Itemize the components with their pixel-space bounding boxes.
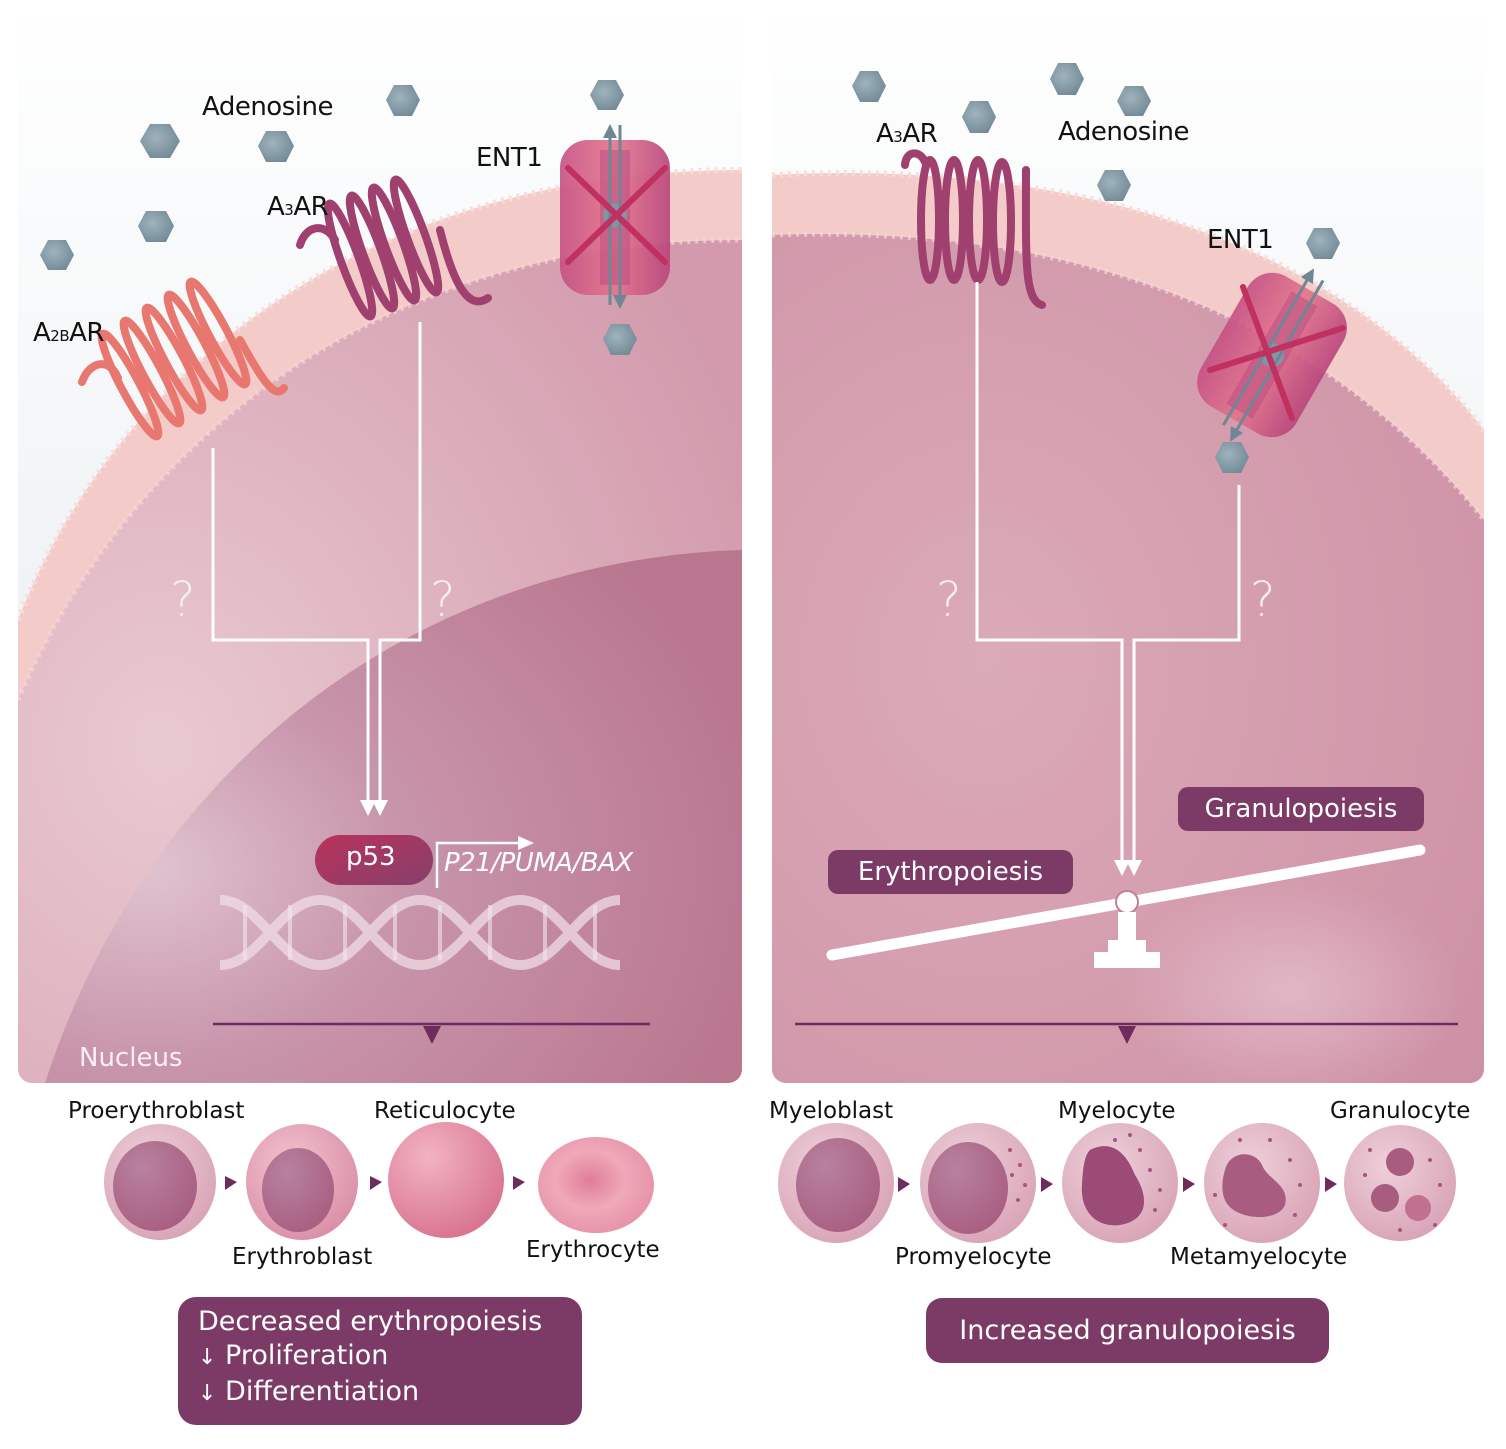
target-genes-label: P21/PUMA/BAX: [444, 848, 633, 878]
a2bar-receptor-icon: [78, 277, 288, 441]
adenosine-label: Adenosine: [202, 92, 333, 122]
adenosine-icon: [603, 324, 637, 355]
cell-label-myelocyte: Myelocyte: [1058, 1098, 1176, 1124]
erythropoiesis-badge: Erythropoiesis: [828, 850, 1073, 894]
signaling-pathway-right: [975, 282, 1241, 876]
outcome-item-text: Differentiation: [225, 1376, 420, 1407]
adenosine-icon: [386, 85, 420, 116]
adenosine-icon: [1306, 228, 1340, 259]
a2bar-main: A: [33, 318, 51, 348]
unknown-mechanism-icon: ?: [170, 572, 196, 628]
cell-reticulocyte-icon: [388, 1122, 504, 1238]
adenosine-icon: [258, 131, 294, 162]
adenosine-label-right: Adenosine: [1058, 117, 1189, 147]
cell-label-granulocyte: Granulocyte: [1330, 1098, 1471, 1124]
adenosine-molecules-right: [852, 63, 1340, 473]
cell-myeloblast-icon: [778, 1123, 894, 1243]
outcome-box-erythropoiesis: Decreased erythropoiesis ↓ Proliferation…: [178, 1297, 582, 1425]
down-arrow-icon: ↓: [198, 1381, 217, 1406]
stage-arrow-icon: [513, 1176, 525, 1190]
a3ar-label: A3AR: [267, 192, 329, 222]
nucleus: [45, 550, 742, 1083]
cell-label-proerythroblast: Proerythroblast: [68, 1098, 245, 1124]
adenosine-icon: [1097, 170, 1131, 201]
cell-metamyelocyte-icon: [1204, 1123, 1320, 1243]
stage-arrow-icon: [370, 1176, 382, 1190]
ent1-transporter-icon-right: [1197, 268, 1347, 442]
glow: [1120, 880, 1460, 1083]
a3ar-main: A: [267, 192, 285, 222]
signaling-pathway-left: [211, 322, 422, 816]
cell-erythroblast-icon: [246, 1124, 358, 1240]
cell-label-promyelocyte: Promyelocyte: [895, 1244, 1052, 1270]
unknown-mechanism-icon: ?: [936, 572, 962, 628]
cell-label-metamyelocyte: Metamyelocyte: [1170, 1244, 1348, 1270]
stage-arrow-icon: [1041, 1177, 1053, 1192]
divider-arrow-right: [795, 1022, 1458, 1044]
ent1-label: ENT1: [476, 143, 543, 173]
a3ar-subscript: 3: [284, 201, 294, 219]
ent1-label-right: ENT1: [1207, 225, 1274, 255]
p53-label: p53: [346, 842, 396, 872]
outcome-title: Decreased erythropoiesis: [198, 1306, 543, 1337]
adenosine-icon: [962, 101, 996, 133]
a3ar-label-right: A3AR: [876, 119, 938, 149]
dna-base-pairs: [243, 905, 597, 960]
adenosine-icon: [140, 124, 180, 158]
outcome-item-text: Proliferation: [225, 1340, 389, 1371]
a2bar-label: A2BAR: [33, 318, 104, 348]
adenosine-icon: [138, 211, 174, 242]
blocked-x-icon-right: [1207, 284, 1346, 421]
a3ar-main: A: [876, 119, 894, 149]
stage-arrow-icon: [225, 1176, 237, 1190]
erythroid-cells: [104, 1122, 654, 1240]
stage-arrow-icon: [1325, 1177, 1337, 1192]
adenosine-icon: [1050, 63, 1084, 95]
stage-arrow-icon: [1183, 1177, 1195, 1192]
granulopoiesis-badge: Granulopoiesis: [1178, 787, 1424, 831]
down-arrow-icon: ↓: [198, 1345, 217, 1370]
cell-granulocyte-icon: [1344, 1125, 1456, 1241]
a3ar-receptor-icon-right: [901, 149, 1046, 309]
balance-scale-icon: [826, 844, 1426, 968]
unknown-mechanism-icon: ?: [1250, 572, 1276, 628]
transcription-arrow-icon: [435, 836, 534, 888]
dna-helix-icon: [219, 894, 621, 971]
cell-label-erythrocyte: Erythrocyte: [526, 1237, 660, 1263]
cell-erythrocyte-icon: [538, 1137, 654, 1233]
cell-promyelocyte-icon: [920, 1123, 1036, 1243]
stage-arrow-icon: [898, 1177, 910, 1192]
a3ar-suffix: AR: [293, 192, 329, 222]
outcome-item-differentiation: ↓ Differentiation: [198, 1375, 562, 1411]
a3ar-receptor-icon: [296, 175, 492, 321]
a3ar-suffix: AR: [902, 119, 938, 149]
cell-label-erythroblast: Erythroblast: [232, 1244, 373, 1270]
granulocytic-cells: [778, 1123, 1456, 1243]
adenosine-icon: [40, 240, 74, 270]
unknown-mechanism-icon: ?: [430, 572, 456, 628]
p53-protein: [315, 835, 433, 885]
divider-arrow-left: [213, 1022, 650, 1044]
adenosine-icon: [1117, 86, 1151, 116]
adenosine-molecules-left: [40, 80, 637, 355]
nucleus-label: Nucleus: [79, 1043, 183, 1073]
outcome-box-granulopoiesis: Increased granulopoiesis: [926, 1298, 1329, 1363]
cell-proerythroblast-icon: [104, 1124, 216, 1240]
a2bar-suffix: AR: [69, 318, 104, 348]
ent1-transporter-icon: [560, 124, 670, 309]
outcome-item-proliferation: ↓ Proliferation: [198, 1339, 562, 1375]
adenosine-icon: [590, 80, 624, 110]
a3ar-subscript: 3: [893, 128, 903, 146]
adenosine-icon: [852, 71, 886, 102]
adenosine-icon: [1215, 442, 1249, 473]
a2bar-subscript: 2B: [50, 327, 70, 345]
cell-myelocyte-icon: [1062, 1123, 1178, 1243]
cell-label-reticulocyte: Reticulocyte: [374, 1098, 516, 1124]
cell-label-myeloblast: Myeloblast: [769, 1098, 894, 1124]
